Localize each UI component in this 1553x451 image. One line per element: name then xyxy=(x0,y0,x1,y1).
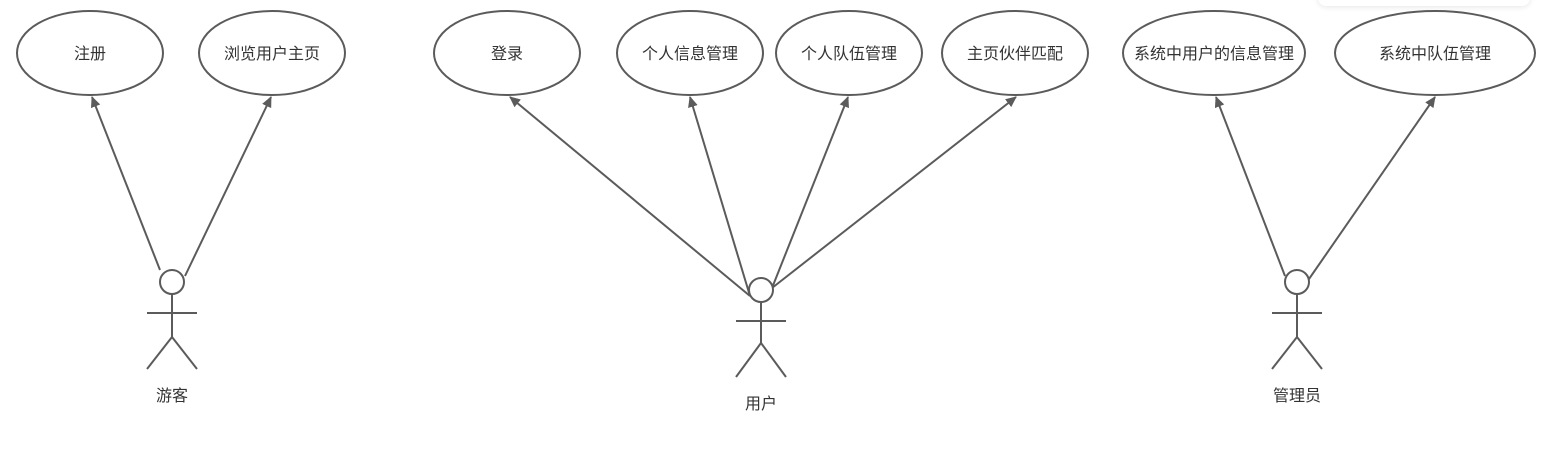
use-case-label: 注册 xyxy=(74,44,106,63)
actor-head xyxy=(1284,269,1310,295)
use-case-label: 主页伙伴匹配 xyxy=(967,44,1063,63)
actor-head xyxy=(159,269,185,295)
association-arrow-user-personal_info xyxy=(688,96,751,297)
use-case-system-team[interactable]: 系统中队伍管理 xyxy=(1334,10,1536,96)
association-arrow-user-personal_team xyxy=(771,96,849,289)
use-case-partner-match[interactable]: 主页伙伴匹配 xyxy=(941,10,1089,96)
actor-admin[interactable] xyxy=(1271,269,1323,370)
use-case-system-user-info[interactable]: 系统中用户的信息管理 xyxy=(1122,10,1306,96)
use-case-browse-home[interactable]: 浏览用户主页 xyxy=(198,10,346,96)
actor-left-leg xyxy=(146,336,173,370)
association-arrow-user-login xyxy=(509,96,751,297)
use-case-register[interactable]: 注册 xyxy=(16,10,164,96)
association-arrow-admin-system_team xyxy=(1308,96,1436,280)
actor-user[interactable] xyxy=(735,277,787,378)
actor-right-leg xyxy=(760,342,787,378)
actor-left-leg xyxy=(735,342,762,378)
actor-right-leg xyxy=(171,336,198,370)
use-case-label: 个人信息管理 xyxy=(642,44,738,63)
association-arrow-user-partner_match xyxy=(771,96,1017,289)
corner-popup-card xyxy=(1318,0,1530,6)
use-case-label: 个人队伍管理 xyxy=(801,44,897,63)
actor-left-leg xyxy=(1271,336,1298,370)
use-case-login[interactable]: 登录 xyxy=(433,10,581,96)
association-arrow-admin-system_user_info xyxy=(1214,96,1286,277)
use-case-label: 登录 xyxy=(491,44,523,63)
actor-label-user: 用户 xyxy=(745,394,777,413)
association-arrow-guest-register xyxy=(91,96,161,271)
actor-label-admin: 管理员 xyxy=(1273,386,1321,405)
use-case-personal-info[interactable]: 个人信息管理 xyxy=(616,10,764,96)
use-case-personal-team[interactable]: 个人队伍管理 xyxy=(775,10,923,96)
actor-guest[interactable] xyxy=(146,269,198,370)
use-case-label: 系统中队伍管理 xyxy=(1379,44,1491,63)
actor-head xyxy=(748,277,774,303)
association-lines xyxy=(91,96,1436,297)
use-case-label: 系统中用户的信息管理 xyxy=(1134,44,1294,63)
actor-right-leg xyxy=(1296,336,1323,370)
association-arrow-guest-browse_home xyxy=(184,96,272,277)
actor-label-guest: 游客 xyxy=(156,386,188,405)
use-case-label: 浏览用户主页 xyxy=(224,44,320,63)
